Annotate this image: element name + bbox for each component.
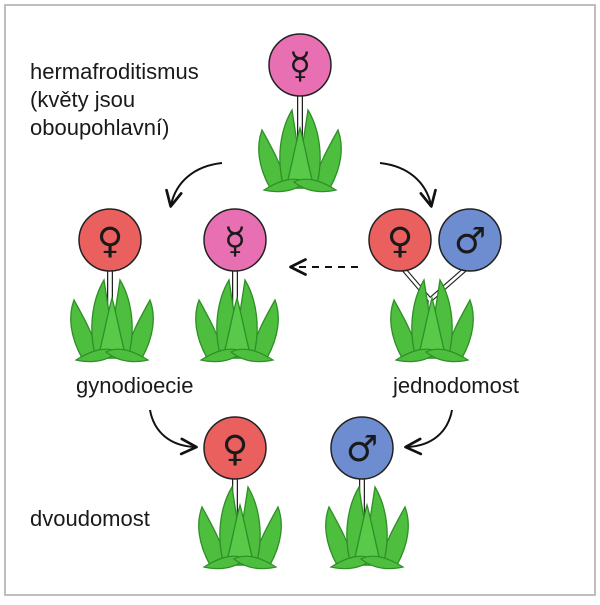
female-symbol: ♀ bbox=[222, 429, 248, 470]
female-symbol: ♀ bbox=[97, 221, 123, 262]
hermaphrodite-flower bbox=[203, 208, 267, 272]
female-flower bbox=[203, 416, 267, 480]
label-monoecy: jednodomost bbox=[392, 373, 519, 398]
label-dioecy: dvoudomost bbox=[30, 506, 150, 531]
plant-male-dioecy: ♂ bbox=[325, 416, 409, 570]
arrow-monoecy-to-dioecy bbox=[404, 409, 453, 456]
arrow-to-monoecy bbox=[379, 162, 437, 208]
male-symbol: ♂ bbox=[346, 429, 378, 470]
female-symbol: ♀ bbox=[387, 221, 413, 262]
plant-hermaphrodite-gynodioecy: ☿ bbox=[195, 208, 279, 363]
hermaphrodite-flower bbox=[268, 33, 332, 97]
label-hermaphroditism-line3: oboupohlavní) bbox=[30, 115, 169, 140]
hermaphrodite-symbol: ☿ bbox=[289, 46, 311, 87]
female-flower bbox=[368, 208, 432, 272]
female-flower bbox=[78, 208, 142, 272]
arrow-gynodioecy-to-dioecy bbox=[149, 409, 198, 456]
label-gynodioecy: gynodioecie bbox=[76, 373, 193, 398]
plant-female-dioecy: ♀ bbox=[198, 416, 282, 570]
plant-female-gynodioecy: ♀ bbox=[70, 208, 154, 363]
plant-monoecious: ♀ ♂ bbox=[368, 208, 502, 363]
label-hermaphroditism-line2: (květy jsou bbox=[30, 87, 135, 112]
male-flower bbox=[438, 208, 502, 272]
male-flower bbox=[330, 416, 394, 480]
male-symbol: ♂ bbox=[454, 221, 486, 262]
plant-hermaphrodite-top: ☿ bbox=[258, 33, 342, 193]
label-hermaphroditism-line1: hermafroditismus bbox=[30, 59, 199, 84]
arrow-to-gynodioecy bbox=[165, 162, 223, 208]
hermaphrodite-symbol: ☿ bbox=[224, 221, 246, 262]
